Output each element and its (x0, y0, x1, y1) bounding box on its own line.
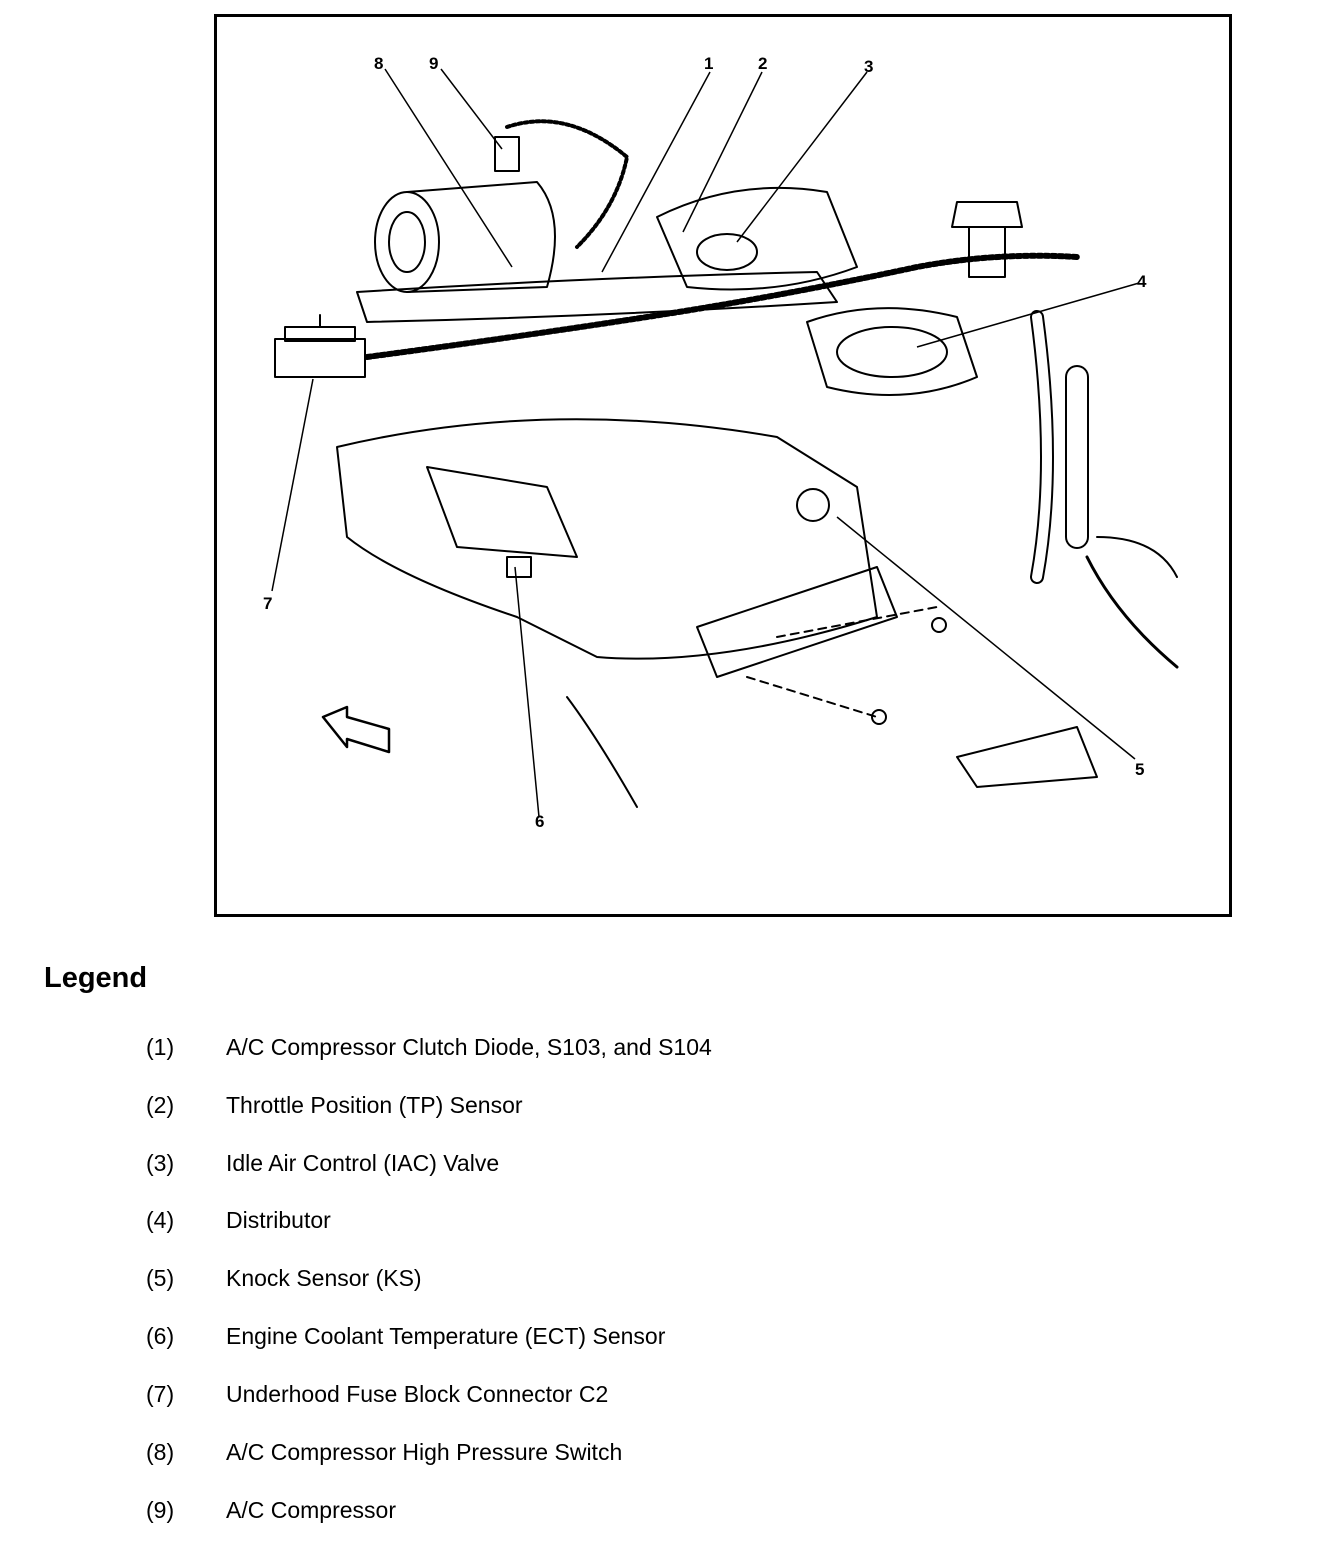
legend-text: Idle Air Control (IAC) Valve (226, 1150, 500, 1176)
legend-text: Distributor (226, 1207, 331, 1233)
legend-number: (3) (146, 1150, 175, 1176)
callout-label: 8 (374, 54, 383, 73)
mount-bracket (696, 566, 898, 678)
pressure-switch-connector (494, 136, 520, 172)
callout-label: 3 (864, 57, 873, 76)
legend-text: A/C Compressor High Pressure Switch (226, 1439, 623, 1465)
distributor (806, 307, 978, 396)
ac-compressor-housing (406, 181, 556, 293)
callout-label: 1 (704, 54, 713, 73)
engine-component-diagram: 1 2 3 4 5 6 7 8 9 (214, 14, 1232, 917)
callout-label: 5 (1135, 760, 1144, 779)
engine-block (336, 418, 878, 660)
legend-number: (8) (146, 1439, 175, 1465)
callout-label: 4 (1137, 272, 1147, 291)
wiring-harness (364, 252, 1080, 360)
legend-text: Underhood Fuse Block Connector C2 (226, 1381, 609, 1407)
legend-text: Engine Coolant Temperature (ECT) Sensor (226, 1323, 666, 1349)
callout-labels: 1 2 3 4 5 6 7 8 9 (263, 54, 1147, 831)
legend-number: (5) (146, 1265, 175, 1291)
callout-label: 7 (263, 594, 272, 613)
legend-text: Knock Sensor (KS) (226, 1265, 422, 1291)
callout-label: 6 (535, 812, 544, 831)
legend-title: Legend (44, 962, 148, 994)
intake-tube (356, 271, 838, 323)
drive-belt (956, 726, 1098, 788)
callout-label: 2 (758, 54, 767, 73)
engine-illustration: 1 2 3 4 5 6 7 8 9 (263, 54, 1179, 831)
legend-number: (7) (146, 1381, 175, 1407)
legend-number: (6) (146, 1323, 175, 1349)
legend-number: (4) (146, 1207, 175, 1233)
legend-number: (2) (146, 1092, 175, 1118)
front-arrow-icon (321, 705, 391, 754)
legend-number: (9) (146, 1497, 175, 1523)
throttle-body (656, 186, 858, 291)
ect-sensor (506, 556, 532, 578)
legend-text: Throttle Position (TP) Sensor (226, 1092, 523, 1118)
legend-number: (1) (146, 1034, 175, 1060)
leader-lines (271, 68, 1140, 818)
radiator-cap (951, 201, 1023, 228)
legend-text: A/C Compressor Clutch Diode, S103, and S… (226, 1034, 712, 1060)
knock-sensor (796, 488, 830, 522)
legend-text: A/C Compressor (226, 1497, 396, 1523)
callout-label: 9 (429, 54, 438, 73)
fuse-block-connector (274, 338, 366, 378)
ac-compressor-body (374, 191, 440, 293)
